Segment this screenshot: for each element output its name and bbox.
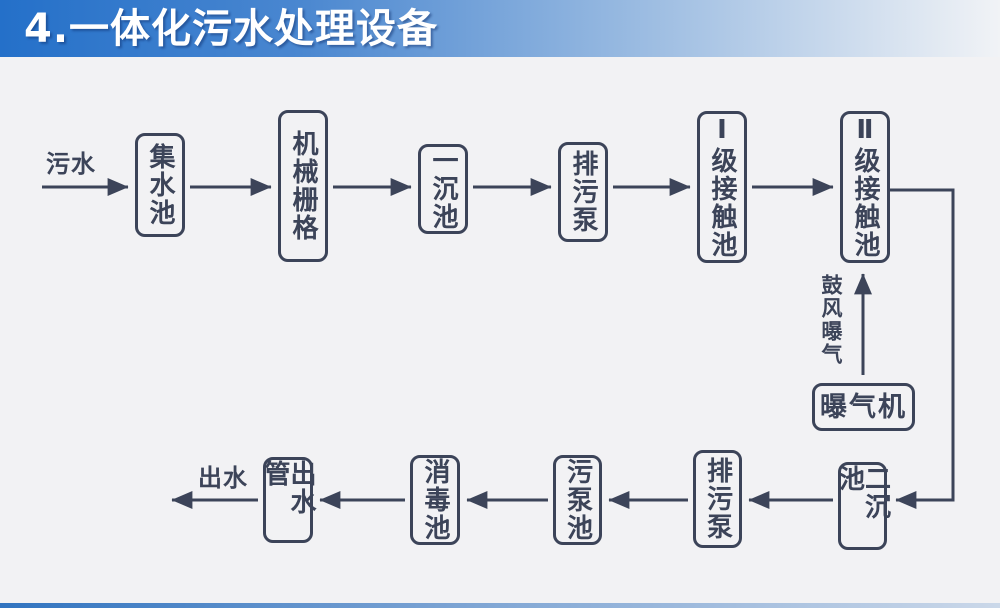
node-label: Ⅱ级接触池	[850, 115, 880, 259]
node-aerator: 曝气机	[812, 383, 915, 431]
arrow-contact2-to-secondary	[890, 188, 955, 509]
node-label: 曝气机	[820, 391, 907, 423]
node-label: 二沉池	[834, 465, 891, 521]
node-label: 排污泵	[702, 457, 733, 541]
bottom-accent-bar	[0, 603, 1000, 608]
title-bar: 4.一体化污水处理设备	[0, 0, 1000, 57]
node-label: 一沉池	[428, 147, 458, 231]
page-title: 4.一体化污水处理设备	[24, 5, 439, 52]
inflow-label: 污水	[46, 150, 96, 178]
node-label: 集水池	[145, 143, 175, 227]
node-sludge-pump-tank: 污泵池	[553, 455, 602, 545]
node-label: Ⅰ级接触池	[707, 115, 737, 259]
node-mechanical-grid: 机械栅格	[278, 110, 328, 262]
node-label: 出水管	[260, 460, 316, 516]
node-primary-sedimentation-tank: 一沉池	[418, 144, 468, 234]
node-collecting-tank: 集水池	[135, 133, 185, 237]
blast-aeration-label: 鼓风曝气	[819, 274, 843, 366]
node-sewage-pump-2: 排污泵	[693, 450, 742, 548]
node-level2-contact-tank: Ⅱ级接触池	[840, 111, 890, 263]
outflow-label: 出水	[198, 464, 248, 492]
node-sewage-pump-1: 排污泵	[558, 142, 608, 242]
node-label: 排污泵	[568, 150, 598, 234]
node-label: 污泵池	[562, 458, 593, 542]
node-disinfection-tank: 消毒池	[410, 455, 460, 545]
node-level1-contact-tank: Ⅰ级接触池	[697, 111, 747, 263]
node-label: 机械栅格	[288, 130, 318, 242]
node-label: 消毒池	[420, 458, 450, 542]
node-outlet-pipe: 出水管	[260, 457, 316, 543]
node-secondary-sedimentation-tank: 二沉池	[834, 462, 891, 550]
